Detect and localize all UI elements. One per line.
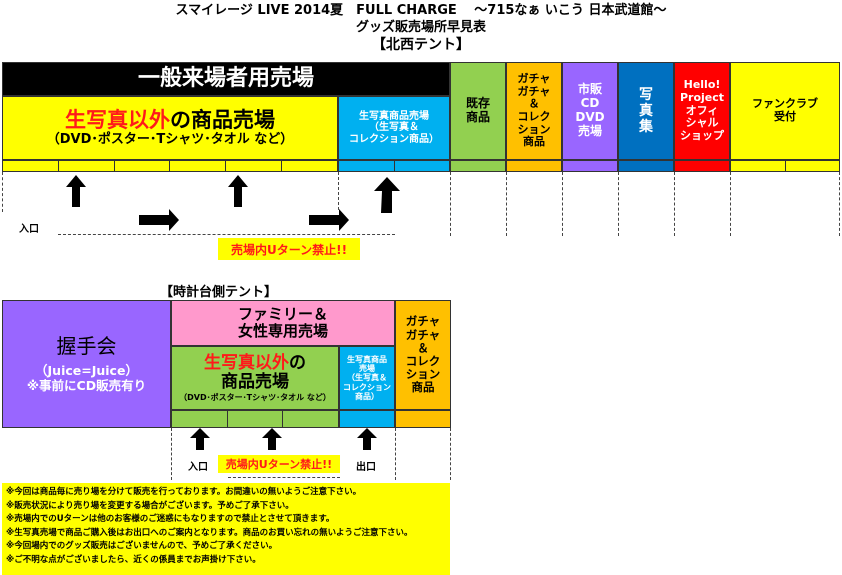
dashed-divider xyxy=(171,428,172,480)
counter-strip xyxy=(450,160,506,172)
nonphoto-black: の xyxy=(289,352,306,373)
tent-title-clocktower: 【時計台側テント】 xyxy=(160,285,278,300)
photo-area: 生写真商品売場 （生写真＆ コレクション商品） xyxy=(338,96,450,160)
nonphoto-red: 生写真以外 xyxy=(65,108,170,133)
counter-strip xyxy=(338,160,450,172)
dashed-divider xyxy=(506,172,507,236)
note-item: ※販売状況により売り場を変更する場合がございます。予めご了承下さい。 xyxy=(6,500,294,511)
gacha-area-clocktower: ガチャ ガチャ ＆ コレク ション 商品 xyxy=(395,300,451,410)
arrow-right-icon xyxy=(139,209,179,231)
photobook-area: 写 真 集 xyxy=(618,62,674,160)
dashed-path-line xyxy=(228,477,340,478)
existing-goods-area: 既存 商品 xyxy=(450,62,506,160)
photo-area-clocktower: 生写真商品 売場 （生写真＆ コレクション 商品） xyxy=(339,346,395,410)
dashed-divider xyxy=(839,172,840,236)
arrow-up-icon xyxy=(228,175,248,207)
handshake-area: 握手会 （Juice=Juice） ※事前にCD販売有り xyxy=(2,300,171,428)
counter-strip xyxy=(562,160,618,172)
note-item: ※今回は商品毎に売り場を分けて販売を行っております。お間違いの無いようご注意下さ… xyxy=(6,487,362,497)
arrow-up-icon xyxy=(66,175,86,207)
arrow-right-icon xyxy=(309,209,349,231)
counter-strip xyxy=(395,410,451,428)
dashed-divider xyxy=(730,172,731,236)
tent-title-northwest: 【北西テント】 xyxy=(372,37,470,53)
entrance-label: 入口 xyxy=(188,462,208,473)
dashed-divider xyxy=(618,172,619,236)
nonphoto-line2: 商品売場 xyxy=(221,372,289,393)
flow-arrows xyxy=(190,428,377,450)
no-uturn-warning: 売場内Uターン禁止!! xyxy=(218,455,340,473)
counter-strip xyxy=(171,410,339,428)
notes-box: ※今回は商品毎に売り場を分けて販売を行っております。お間違いの無いようご注意下さ… xyxy=(2,483,450,575)
counter-strip xyxy=(339,410,395,428)
dashed-divider xyxy=(395,428,396,480)
dashed-path-line xyxy=(58,234,395,235)
counter-strip xyxy=(506,160,562,172)
counter-strip xyxy=(2,160,338,172)
page-subtitle: グッズ販売場所早見表 xyxy=(355,20,486,35)
dashed-divider xyxy=(674,172,675,236)
dashed-divider xyxy=(562,172,563,236)
fanclub-area: ファンクラブ 受付 xyxy=(730,62,840,160)
dashed-divider xyxy=(450,172,451,236)
dashed-divider xyxy=(450,428,451,480)
family-women-area: ファミリー＆ 女性専用売場 xyxy=(171,300,395,346)
counter-strip xyxy=(674,160,730,172)
dashed-divider xyxy=(338,172,339,210)
gacha-area: ガチャ ガチャ ＆ コレク ション 商品 xyxy=(506,62,562,160)
note-item: ※売場内でのUターンは他のお客様のご迷惑にもなりますので禁止とさせて頂きます。 xyxy=(6,514,335,524)
nonphoto-sub: （DVD･ポスター･Tシャツ･タオル など） xyxy=(46,131,294,147)
nonphoto-area: 生写真以外の商品売場 （DVD･ポスター･Tシャツ･タオル など） xyxy=(2,96,338,160)
general-area-header: 一般来場者用売場 xyxy=(2,62,450,96)
no-uturn-warning: 売場内Uターン禁止!! xyxy=(218,238,360,260)
handshake-sub: （Juice=Juice） ※事前にCD販売有り xyxy=(26,363,147,393)
flow-arrows xyxy=(66,175,400,231)
note-item: ※ご不明な点がございましたら、近くの係員までお声掛け下さい。 xyxy=(6,554,261,565)
nonphoto-area-clocktower: 生写真以外の 商品売場 （DVD･ポスター･Tシャツ･タオル など） xyxy=(171,346,339,410)
hello-project-shop-area: Hello! Project オフィ シャル ショップ xyxy=(674,62,730,160)
entrance-label: 入口 xyxy=(19,224,39,235)
arrow-up-icon xyxy=(262,428,282,450)
arrow-up-icon xyxy=(357,428,377,450)
arrow-up-icon xyxy=(374,177,400,213)
handshake-title: 握手会 xyxy=(56,334,117,359)
counter-strip xyxy=(730,160,840,172)
nonphoto-sub: （DVD･ポスター･Tシャツ･タオル など） xyxy=(179,392,331,402)
retail-cd-dvd-area: 市販 CD DVD 売場 xyxy=(562,62,618,160)
dashed-divider xyxy=(2,172,3,212)
counter-strip xyxy=(618,160,674,172)
nonphoto-black: の商品売場 xyxy=(170,108,275,133)
note-item: ※生写真売場で商品ご購入後はお出口へのご案内となります。商品のお買い忘れの無いよ… xyxy=(6,527,413,538)
arrow-up-icon xyxy=(190,428,210,450)
exit-label: 出口 xyxy=(356,462,376,473)
nonphoto-red: 生写真以外 xyxy=(204,352,289,373)
note-item: ※今回場内でのグッズ販売はございませんので、予めご了承ください。 xyxy=(6,541,278,551)
page-title: スマイレージ LIVE 2014夏 FULL CHARGE ～715なぁ いこう… xyxy=(175,3,667,18)
